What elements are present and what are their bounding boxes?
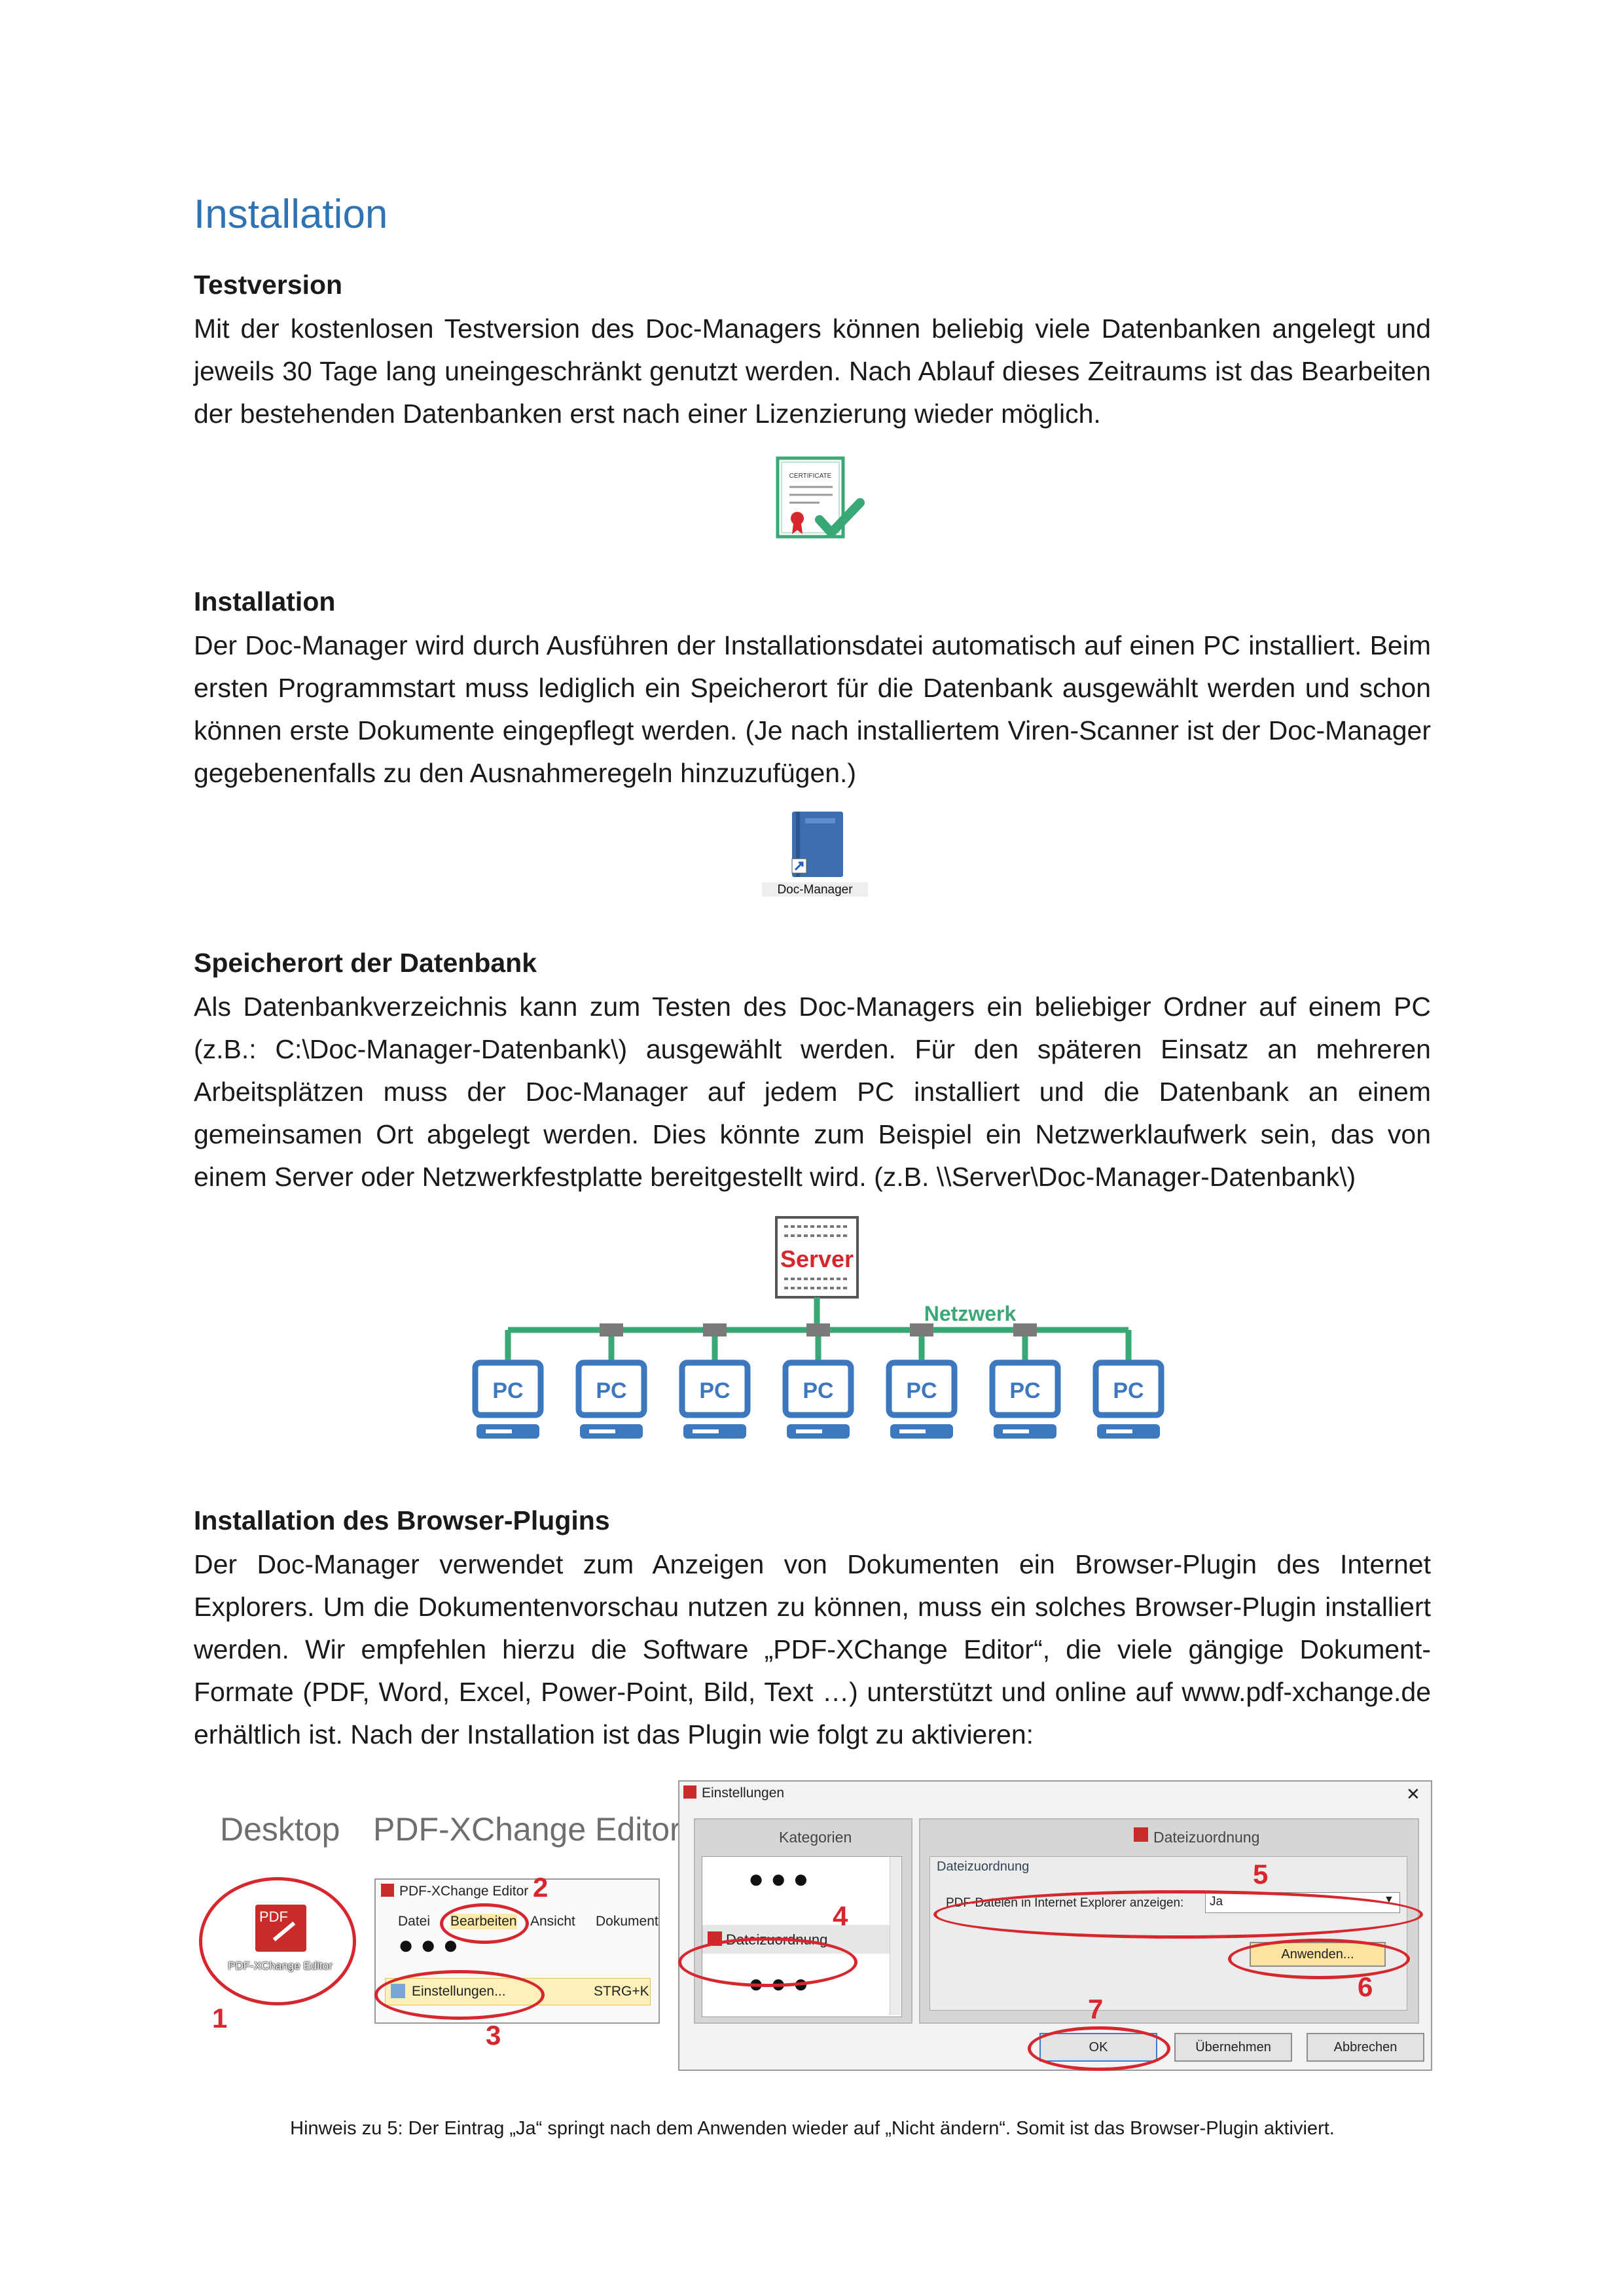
pc-label: PC — [699, 1378, 730, 1403]
kategorien-scrollbar[interactable] — [890, 1857, 901, 2015]
certificate-label: CERTIFICATE — [789, 473, 832, 480]
pc-7-icon: PC — [1092, 1330, 1164, 1439]
paragraph-speicherort: Als Datenbankverzeichnis kann zum Testen… — [194, 992, 1431, 1192]
pc-5-icon: PC — [886, 1323, 958, 1439]
step-2-ring — [440, 1903, 529, 1944]
pc-label: PC — [1009, 1378, 1040, 1403]
uebernehmen-button[interactable]: Übernehmen — [1174, 2033, 1292, 2062]
step-4-ring — [678, 1937, 857, 1987]
server-icon: Server — [775, 1216, 859, 1299]
step-3-ring — [374, 1970, 545, 2020]
step-4-number: 4 — [833, 1901, 848, 1931]
panel-pdf-icon — [1134, 1827, 1148, 1842]
step-5-number: 5 — [1253, 1859, 1269, 1890]
pc-label: PC — [1113, 1378, 1144, 1403]
editor-window-title: PDF-XChange Editor — [399, 1884, 529, 1899]
paragraph-testversion: Mit der kostenlosen Testversion des Doc-… — [194, 314, 1431, 429]
menu-dokument[interactable]: Dokument — [596, 1914, 659, 1929]
heading-speicherort: Speicherort der Datenbank — [194, 948, 537, 978]
editor-label: PDF-XChange Editor — [373, 1811, 681, 1848]
step-6-ring — [1228, 1939, 1410, 1979]
step-3-number: 3 — [486, 2020, 501, 2051]
kategorien-title: Kategorien — [779, 1829, 852, 1846]
editor-app-icon — [381, 1884, 394, 1897]
plugin-activation-screenshot: Desktop PDF PDF-XChange Editor 1 PDF-XCh… — [194, 1780, 1432, 2088]
hint-note: Hinweis zu 5: Der Eintrag „Ja“ springt n… — [290, 2118, 1335, 2139]
page-title: Installation — [194, 192, 388, 237]
heading-installation: Installation — [194, 586, 336, 617]
paragraph-browser-plugin: Der Doc-Manager verwendet zum Anzeigen v… — [194, 1549, 1431, 1749]
network-diagram: Server Netzwerk PC PC PC PC PC PC PC — [471, 1215, 1165, 1448]
abbrechen-button[interactable]: Abbrechen — [1307, 2033, 1424, 2062]
menu-datei[interactable]: Datei — [398, 1914, 431, 1929]
kategorien-panel: Kategorien ●●● Dateizuordnung ●●● — [694, 1818, 912, 2024]
group-title: Dateizuordnung — [937, 1859, 1030, 1874]
pc-6-icon: PC — [989, 1323, 1061, 1439]
step-1-number: 1 — [212, 2003, 228, 2034]
kategorien-list[interactable]: ●●● Dateizuordnung ●●● — [702, 1856, 902, 2017]
pc-label: PC — [906, 1378, 937, 1403]
step-7-number: 7 — [1088, 1994, 1104, 2024]
heading-browser-plugin: Installation des Browser-Plugins — [194, 1505, 610, 1535]
settings-dialog: Einstellungen ✕ Kategorien ●●● Dateizuor… — [678, 1780, 1432, 2071]
doc-manager-icon-label: Doc-Manager — [777, 883, 853, 897]
pc-2-icon: PC — [575, 1323, 647, 1439]
step-1-ring — [199, 1877, 356, 2005]
pc-4-icon: PC — [782, 1323, 854, 1439]
pc-label: PC — [803, 1378, 833, 1403]
doc-manager-app-icon[interactable]: Doc-Manager — [759, 809, 871, 901]
dialog-close-icon[interactable]: ✕ — [1406, 1784, 1420, 1804]
step-2-number: 2 — [533, 1872, 549, 1903]
desktop-label: Desktop — [220, 1811, 340, 1848]
step-6-number: 6 — [1358, 1971, 1373, 2002]
pc-label: PC — [492, 1378, 523, 1403]
server-label: Server — [780, 1246, 854, 1272]
panel-title: Dateizuordnung — [1153, 1829, 1260, 1846]
einstellungen-shortcut: STRG+K — [594, 1984, 649, 1999]
paragraph-installation: Der Doc-Manager wird durch Ausführen der… — [194, 630, 1431, 788]
step-7-ring — [1028, 2026, 1170, 2071]
step-5-ring — [933, 1890, 1423, 1939]
pc-3-icon: PC — [679, 1323, 751, 1439]
pc-label: PC — [596, 1378, 626, 1403]
dialog-app-icon — [683, 1785, 696, 1799]
network-label: Netzwerk — [924, 1302, 1017, 1325]
kategorien-dots-top: ●●● — [748, 1865, 816, 1893]
menu-ansicht[interactable]: Ansicht — [530, 1914, 575, 1929]
settings-dialog-title: Einstellungen — [702, 1785, 785, 1801]
pc-1-icon: PC — [472, 1330, 544, 1439]
heading-testversion: Testversion — [194, 270, 343, 300]
certificate-check-icon: CERTIFICATE — [774, 454, 865, 546]
